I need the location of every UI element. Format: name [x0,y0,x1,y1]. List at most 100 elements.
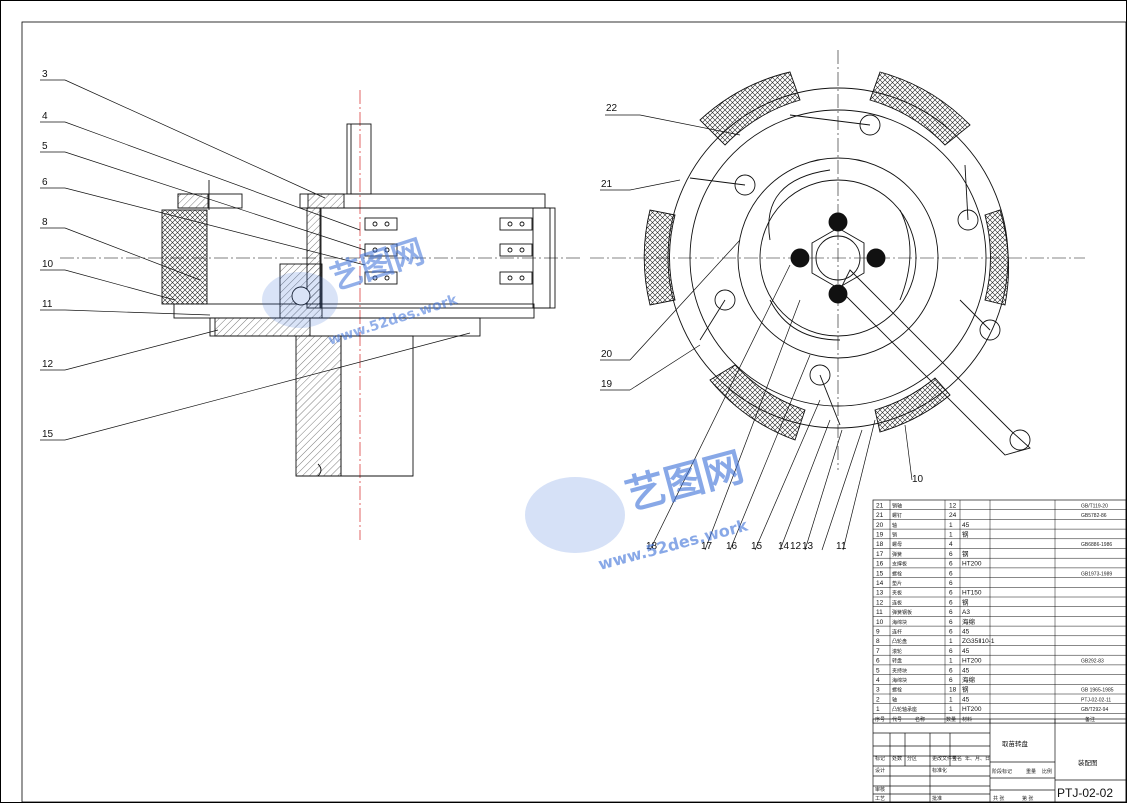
bom-qty: 6 [949,561,953,568]
bom-no: 19 [876,532,884,539]
tb-scale: 比例 [1042,768,1052,775]
bom-qty: 6 [949,570,953,577]
bom-qty: 1 [949,696,953,703]
bom-name: 夹板 [892,590,902,597]
callout-6: 6 [42,177,48,188]
bom-no: 21 [876,512,884,519]
tb-count: 处数 [892,755,902,762]
tb-weight: 重量 [1026,768,1036,775]
drawing-title: 取苗转盘 [1002,739,1029,748]
section-view [60,90,580,540]
bom-qty: 6 [949,580,953,587]
callout-8: 8 [42,217,48,228]
right-callout-labels: 22 21 20 19 18 17 16 15 14 12 13 11 10 [601,103,924,552]
bom-no: 13 [876,590,884,597]
bom-qty: 1 [949,638,953,645]
bom-material: 45 [962,696,970,703]
tb-sign: 签名 [952,755,962,762]
bom-qty: 12 [949,502,957,509]
bom-standard: GB6886-1986 [1081,542,1112,548]
bom-frame [872,499,1127,724]
bom-name: 螺栓 [892,570,902,577]
bom-no: 1 [876,706,880,713]
bom-material: 45 [962,648,970,655]
bom-no: 10 [876,619,884,626]
tb-sheet: 第 张 [1022,795,1033,802]
bom-no: 4 [876,677,880,684]
callout-15: 15 [42,429,54,440]
bom-material: 海绵 [962,675,976,684]
bom-no: 5 [876,667,880,674]
bom-no: 8 [876,638,880,645]
bom-name: 滚轮 [892,648,902,655]
bom-no: 11 [876,609,883,616]
bom-material: 钢 [962,550,969,558]
watermark-bottom: 艺图网 www.52des.work [525,444,750,574]
callout-11r: 11 [836,541,847,552]
tb-process: 工艺 [875,796,885,802]
callout-16: 16 [726,541,738,552]
bom-material: HT200 [962,561,982,568]
bom-name: 凸轮轴承座 [892,706,917,713]
bom-material: 45 [962,629,970,636]
callout-4: 4 [42,111,48,122]
tb-check: 审核 [875,786,885,793]
tb-approve: 批准 [932,795,942,802]
bom-qty: 6 [949,677,953,684]
bom-material: ZG35Ⅱ10-1 [962,638,995,645]
tb-standard: 标准化 [932,767,947,774]
bom-no: 12 [876,599,884,606]
title-block-text: 取苗转盘 装配图 PTJ-02-02 标记 处数 分区 更改文件号 签名 年、月… [875,739,1113,802]
bom-name: 螺栓 [892,687,902,694]
bom-standard: GB 1965-1985 [1081,688,1114,694]
bom-no: 16 [876,561,884,568]
callout-14: 14 [778,541,790,552]
bom-name: 凸轮盘 [892,638,907,645]
bom-qty: 6 [949,629,953,636]
bom-qty: 6 [949,667,953,674]
left-callout-labels: 3 4 5 6 8 10 11 12 15 [42,69,54,440]
callout-11: 11 [42,299,53,310]
callout-12r: 12 [790,541,802,552]
bom-material: 钢 [962,531,969,539]
callout-10: 10 [42,259,54,270]
bom-material: 45 [962,522,970,529]
bom-name: 弹簧 [892,551,902,558]
watermark-top-cn: 艺图网 [326,232,429,298]
title-block [872,718,1127,803]
callout-18: 18 [646,541,658,552]
bom-no: 18 [876,541,884,548]
bom-name: 螺钉 [892,512,902,519]
bom-name: 轴 [892,522,897,529]
tb-sheets: 共 张 [993,795,1004,802]
bom-name: 销轴 [892,502,902,509]
bom-name: 轴 [892,696,897,703]
watermark-bottom-cn: 艺图网 [621,444,749,519]
bom-name: 转盘 [892,658,902,665]
tb-date: 年、月、日 [965,755,990,762]
tb-mark: 标记 [875,755,885,762]
callout-3: 3 [42,69,48,80]
bom-standard: GB5782-86 [1081,513,1107,519]
watermark-top-en: www.52des.work [326,292,460,349]
bom-no: 3 [876,687,880,694]
bom-material: HT200 [962,658,982,665]
bom-material: 钢 [962,686,969,694]
bom-qty: 4 [949,541,953,548]
bom-material: A3 [962,609,970,616]
bom-name: 销 [892,532,897,539]
callout-17: 17 [701,541,713,552]
bom-qty: 6 [949,590,953,597]
tb-change: 更改文件号 [932,755,957,762]
callout-22: 22 [606,103,618,114]
bom-no: 15 [876,570,884,577]
bom-qty: 1 [949,522,953,529]
bom-qty: 18 [949,687,957,694]
tb-design: 设计 [875,767,885,774]
bom-qty: 6 [949,619,953,626]
left-callouts [40,79,471,441]
bom-no: 17 [876,551,884,558]
bom-material: 钢 [962,598,969,606]
